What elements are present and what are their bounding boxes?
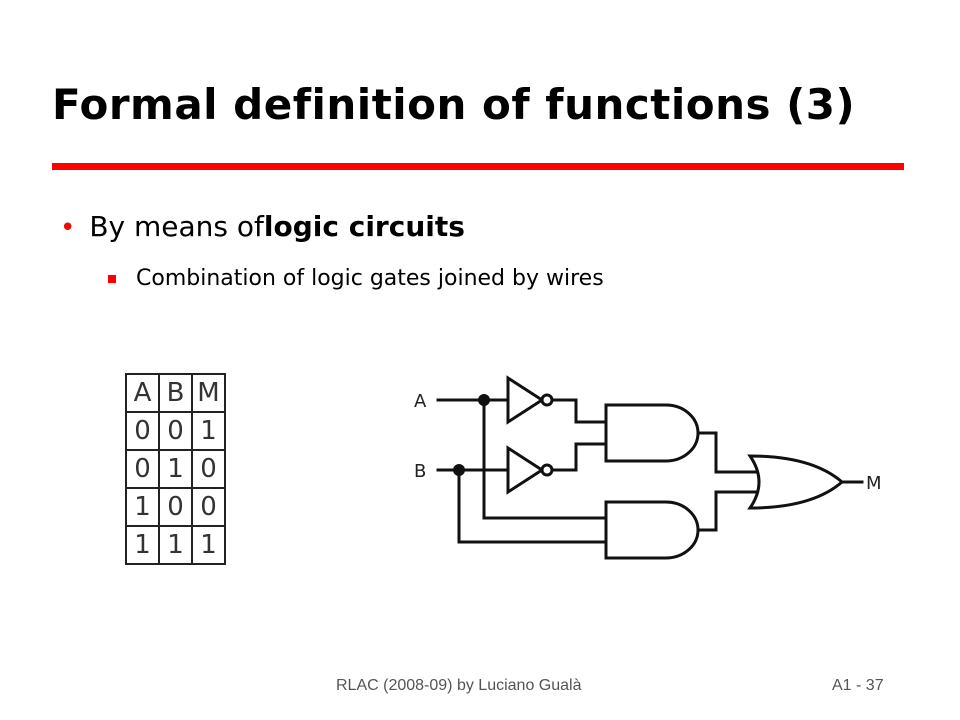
wire-b-branch (457, 468, 608, 544)
label-input-b: B (414, 461, 426, 482)
table-row: 1 1 1 (125, 525, 226, 565)
table-row: 0 0 1 (125, 411, 226, 451)
table-row: 1 0 0 (125, 487, 226, 527)
wire-not-b-out (550, 442, 608, 472)
sub-bullet-text: Combination of logic gates joined by wir… (136, 266, 604, 291)
logic-circuit-diagram: A B M (414, 375, 882, 560)
truth-table: A B M 0 0 1 0 1 0 1 0 0 1 1 1 (125, 373, 226, 565)
page-number: A1 - 37 (832, 677, 884, 694)
table-cell: 0 (158, 411, 193, 451)
label-output-m: M (866, 473, 882, 494)
bullet-logic-circuits: • By means of logic circuits (60, 210, 465, 243)
table-cell: 1 (158, 449, 193, 489)
header-cell: M (191, 373, 226, 413)
table-cell: 0 (125, 449, 160, 489)
bullet1-prefix: By means of (89, 210, 264, 243)
footer-credit: RLAC (2008-09) by Luciano Gualà (336, 677, 582, 694)
not-gate-a (506, 375, 545, 425)
junction-a (478, 394, 490, 406)
junction-b (453, 464, 465, 476)
header-cell: B (158, 373, 193, 413)
table-cell: 0 (191, 487, 226, 527)
table-cell: 1 (191, 411, 226, 451)
slide-title: Formal definition of functions (3) (52, 80, 856, 129)
or-gate (747, 454, 845, 510)
wire-not-a-out (550, 398, 608, 424)
slide-footer: RLAC (2008-09) by Luciano Gualà A1 - 37 (0, 677, 960, 707)
label-input-a: A (414, 391, 427, 412)
table-row: 0 1 0 (125, 449, 226, 489)
table-cell: 1 (158, 525, 193, 565)
and-gate-upper (604, 403, 700, 463)
bullet-square-icon (108, 274, 116, 283)
table-cell: 0 (125, 411, 160, 451)
table-cell: 1 (191, 525, 226, 565)
wire-a-branch (482, 398, 608, 520)
wire-and2-out (696, 490, 764, 532)
table-cell: 0 (191, 449, 226, 489)
truth-table-header: A B M (125, 373, 226, 413)
table-cell: 0 (158, 487, 193, 527)
bullet1-bold: logic circuits (263, 210, 465, 243)
not-gate-a-bubble (540, 393, 554, 407)
and-gate-lower (604, 500, 700, 560)
bullet-dot-icon: • (60, 213, 76, 243)
sub-bullet-combination: Combination of logic gates joined by wir… (108, 266, 604, 291)
wire-and1-out (696, 431, 764, 474)
table-cell: 1 (125, 487, 160, 527)
table-cell: 1 (125, 525, 160, 565)
title-underline (52, 163, 904, 170)
not-gate-b (506, 445, 545, 495)
header-cell: A (125, 373, 160, 413)
not-gate-b-bubble (540, 463, 554, 477)
